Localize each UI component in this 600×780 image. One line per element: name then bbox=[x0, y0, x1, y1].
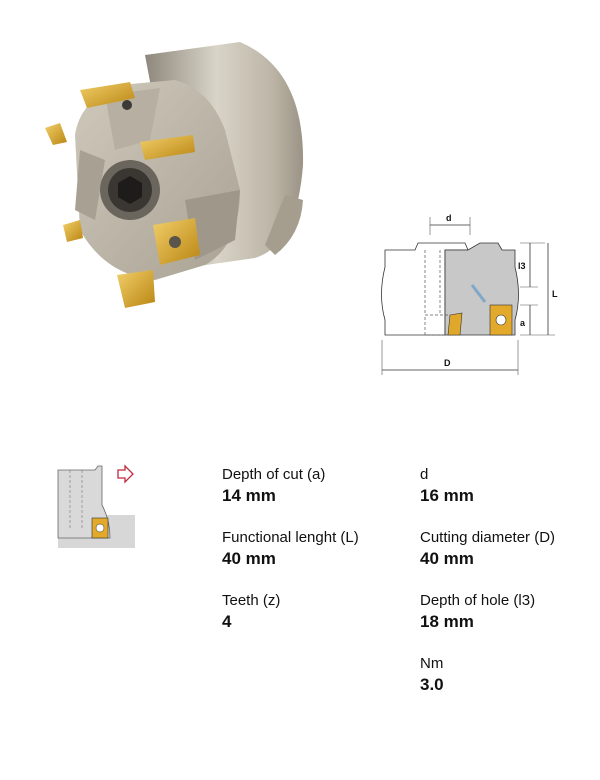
spec-label-cutting-diameter: Cutting diameter (D) bbox=[420, 529, 556, 546]
spec-label-nm: Nm bbox=[420, 655, 444, 672]
spec-value-depth-of-cut: 14 mm bbox=[222, 486, 276, 505]
spec-value-functional-length: 40 mm bbox=[222, 549, 276, 568]
dim-label-l3: l3 bbox=[518, 261, 526, 271]
spec-value-teeth: 4 bbox=[222, 612, 232, 631]
spec-label-teeth: Teeth (z) bbox=[222, 592, 281, 609]
spec-value-nm: 3.0 bbox=[420, 675, 444, 694]
spec-label-depth-of-hole: Depth of hole (l3) bbox=[420, 592, 536, 609]
product-photo bbox=[45, 42, 304, 308]
spec-label-d: d bbox=[420, 466, 429, 483]
dim-label-D: D bbox=[444, 358, 451, 368]
spec-label-depth-of-cut: Depth of cut (a) bbox=[222, 466, 326, 483]
shoulder-milling-icon bbox=[40, 464, 135, 548]
spec-value-cutting-diameter: 40 mm bbox=[420, 549, 474, 568]
spec-label-functional-length: Functional lenght (L) bbox=[222, 529, 359, 546]
spec-value-d: 16 mm bbox=[420, 486, 474, 505]
dim-label-L: L bbox=[552, 289, 558, 299]
spec-value-depth-of-hole: 18 mm bbox=[420, 612, 474, 631]
dim-label-a: a bbox=[520, 318, 526, 328]
dimension-drawing: d l3 L a D bbox=[381, 213, 558, 375]
dim-label-d: d bbox=[446, 213, 452, 223]
